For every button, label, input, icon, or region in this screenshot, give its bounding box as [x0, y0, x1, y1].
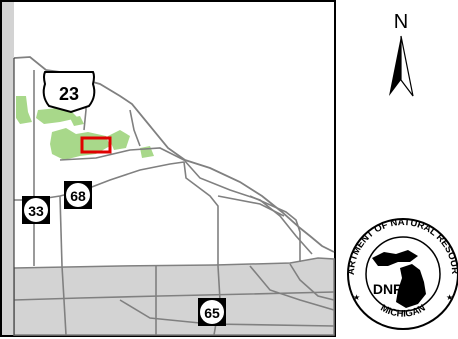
m-33-shield: 33 [22, 196, 50, 224]
m-68-shield: 68 [64, 181, 92, 209]
seal-center-text: DNR [373, 281, 403, 297]
michigan-silhouette-icon [372, 250, 426, 308]
north-label: N [394, 11, 408, 33]
svg-text:★: ★ [446, 293, 453, 302]
m-65-label: 65 [204, 305, 220, 321]
m-33-label: 33 [28, 203, 44, 219]
seal-bottom-text: MICHIGAN [379, 303, 428, 320]
us-23-shield: 23 [42, 71, 96, 114]
neighbor-county-area [13, 257, 335, 336]
neighbor-county-west [2, 2, 14, 335]
svg-text:★: ★ [353, 293, 360, 302]
us-23-label: 23 [59, 84, 79, 104]
north-arrow: N [389, 11, 414, 97]
m-65-shield: 65 [198, 298, 226, 326]
m-68-label: 68 [70, 188, 86, 204]
project-area-marker[interactable] [80, 136, 112, 154]
